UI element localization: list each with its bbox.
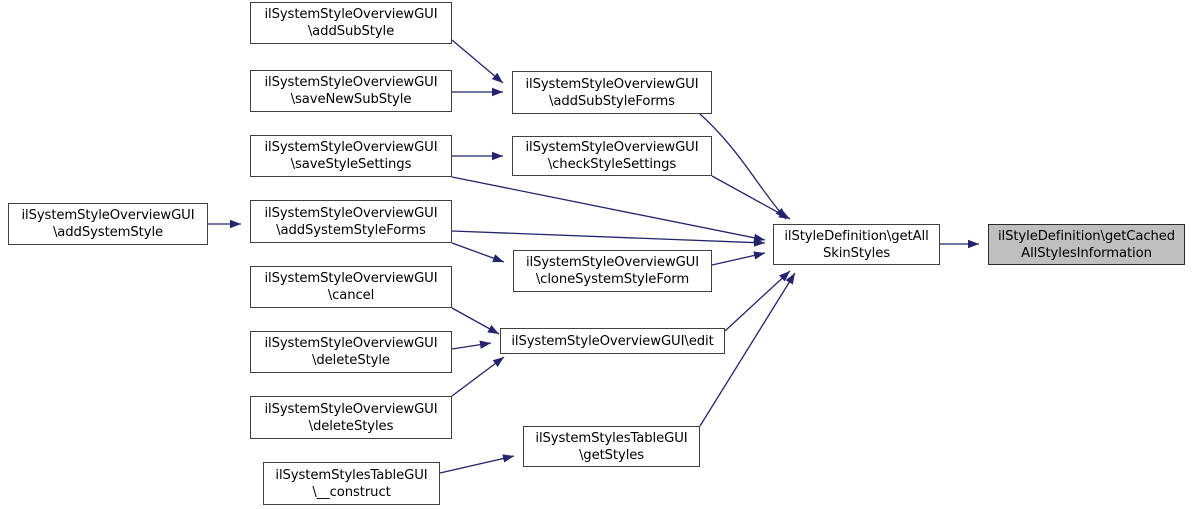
node-addSubStyleForms[interactable]: ilSystemStyleOverviewGUI \addSubStyleFor… — [512, 71, 712, 114]
node-label-saveNewSubStyle: ilSystemStyleOverviewGUI \saveNewSubStyl… — [264, 75, 438, 107]
node-getCachedAllStyles[interactable]: ilStyleDefinition\getCached AllStylesInf… — [988, 224, 1185, 265]
arrowhead-saveNewSubStyle-to-addSubStyleForms — [492, 87, 503, 97]
arrowhead-getAllSkinStyles-to-getCachedAllStyles — [968, 239, 979, 249]
node-cloneSystemStyleForm[interactable]: ilSystemStyleOverviewGUI \cloneSystemSty… — [513, 250, 712, 292]
edge-addSystemStyleForms-to-getAllSkinStyles — [451, 230, 766, 244]
node-label-addSystemStyle: ilSystemStyleOverviewGUI \addSystemStyle — [21, 208, 195, 240]
edge-deleteStyle-to-edit — [451, 342, 492, 350]
node-saveNewSubStyle[interactable]: ilSystemStyleOverviewGUI \saveNewSubStyl… — [250, 70, 452, 112]
arrowhead-cancel-to-edit — [487, 325, 499, 334]
arrowhead-getStyles-to-getAllSkinStyles — [785, 273, 795, 285]
edge-saveStyleSettings-to-getAllSkinStyles — [451, 176, 766, 241]
node-tableConstruct[interactable]: ilSystemStylesTableGUI \__construct — [263, 462, 440, 505]
node-addSubStyle[interactable]: ilSystemStyleOverviewGUI \addSubStyle — [250, 2, 452, 44]
node-getAllSkinStyles[interactable]: ilStyleDefinition\getAll SkinStyles — [773, 224, 940, 265]
node-label-addSubStyleForms: ilSystemStyleOverviewGUI \addSubStyleFor… — [525, 76, 699, 109]
edge-cloneSystemStyleForm-to-getAllSkinStyles — [711, 252, 766, 266]
node-label-addSubStyle: ilSystemStyleOverviewGUI \addSubStyle — [264, 7, 438, 39]
edge-checkStyleSettings-to-getAllSkinStyles — [711, 175, 791, 220]
node-checkStyleSettings[interactable]: ilSystemStyleOverviewGUI \checkStyleSett… — [512, 136, 712, 176]
node-label-cancel: ilSystemStyleOverviewGUI \cancel — [264, 271, 438, 303]
node-label-deleteStyle: ilSystemStyleOverviewGUI \deleteStyle — [264, 336, 438, 368]
arrowhead-cloneSystemStyleForm-to-getAllSkinStyles — [753, 251, 765, 260]
arrowhead-tableConstruct-to-getStyles — [502, 454, 514, 463]
arrowhead-addSubStyleForms-to-getAllSkinStyles — [775, 207, 786, 219]
arrowhead-checkStyleSettings-to-getAllSkinStyles — [778, 210, 790, 219]
arrowhead-edit-to-getAllSkinStyles — [779, 271, 790, 282]
node-label-getCachedAllStyles: ilStyleDefinition\getCached AllStylesInf… — [997, 228, 1176, 261]
node-label-getAllSkinStyles: ilStyleDefinition\getAll SkinStyles — [784, 228, 929, 261]
node-cancel[interactable]: ilSystemStyleOverviewGUI \cancel — [250, 266, 452, 308]
edge-cancel-to-edit — [451, 307, 500, 335]
node-label-saveStyleSettings: ilSystemStyleOverviewGUI \saveStyleSetti… — [264, 140, 438, 172]
node-label-edit: ilSystemStyleOverviewGUI\edit — [511, 333, 714, 349]
arrowhead-deleteStyles-to-edit — [492, 357, 504, 367]
arrowhead-addSystemStyle-to-addSystemStyleForms — [230, 219, 241, 229]
node-addSystemStyleForms[interactable]: ilSystemStyleOverviewGUI \addSystemStyle… — [250, 200, 452, 243]
node-saveStyleSettings[interactable]: ilSystemStyleOverviewGUI \saveStyleSetti… — [250, 135, 452, 177]
node-deleteStyles[interactable]: ilSystemStyleOverviewGUI \deleteStyles — [250, 396, 452, 439]
node-label-deleteStyles: ilSystemStyleOverviewGUI \deleteStyles — [264, 401, 438, 434]
arrowhead-addSystemStyleForms-to-getAllSkinStyles — [753, 238, 765, 247]
node-addSystemStyle[interactable]: ilSystemStyleOverviewGUI \addSystemStyle — [8, 203, 208, 245]
edge-addSubStyle-to-addSubStyleForms — [451, 39, 504, 84]
node-label-cloneSystemStyleForm: ilSystemStyleOverviewGUI \cloneSystemSty… — [525, 255, 700, 287]
arrowhead-saveStyleSettings-to-checkStyleSettings — [492, 151, 503, 161]
node-label-addSystemStyleForms: ilSystemStyleOverviewGUI \addSystemStyle… — [264, 205, 438, 238]
node-deleteStyle[interactable]: ilSystemStyleOverviewGUI \deleteStyle — [250, 331, 452, 373]
edge-edit-to-getAllSkinStyles — [724, 270, 791, 332]
edge-addSubStyleForms-to-getAllSkinStyles — [699, 113, 787, 220]
node-label-checkStyleSettings: ilSystemStyleOverviewGUI \checkStyleSett… — [525, 140, 699, 172]
edge-deleteStyles-to-edit — [451, 356, 505, 397]
edge-addSystemStyleForms-to-cloneSystemStyleForm — [451, 242, 505, 263]
edge-tableConstruct-to-getStyles — [439, 455, 515, 474]
arrowhead-addSubStyle-to-addSubStyleForms — [491, 72, 503, 83]
arrowhead-saveStyleSettings-to-getAllSkinStyles — [753, 233, 765, 242]
arrowhead-addSystemStyleForms-to-cloneSystemStyleForm — [492, 254, 504, 263]
arrowhead-deleteStyle-to-edit — [479, 340, 491, 349]
node-edit[interactable]: ilSystemStyleOverviewGUI\edit — [500, 328, 725, 354]
node-label-tableConstruct: ilSystemStylesTableGUI \__construct — [275, 467, 428, 500]
node-label-getStyles: ilSystemStylesTableGUI \getStyles — [535, 430, 688, 463]
node-getStyles[interactable]: ilSystemStylesTableGUI \getStyles — [523, 426, 700, 467]
